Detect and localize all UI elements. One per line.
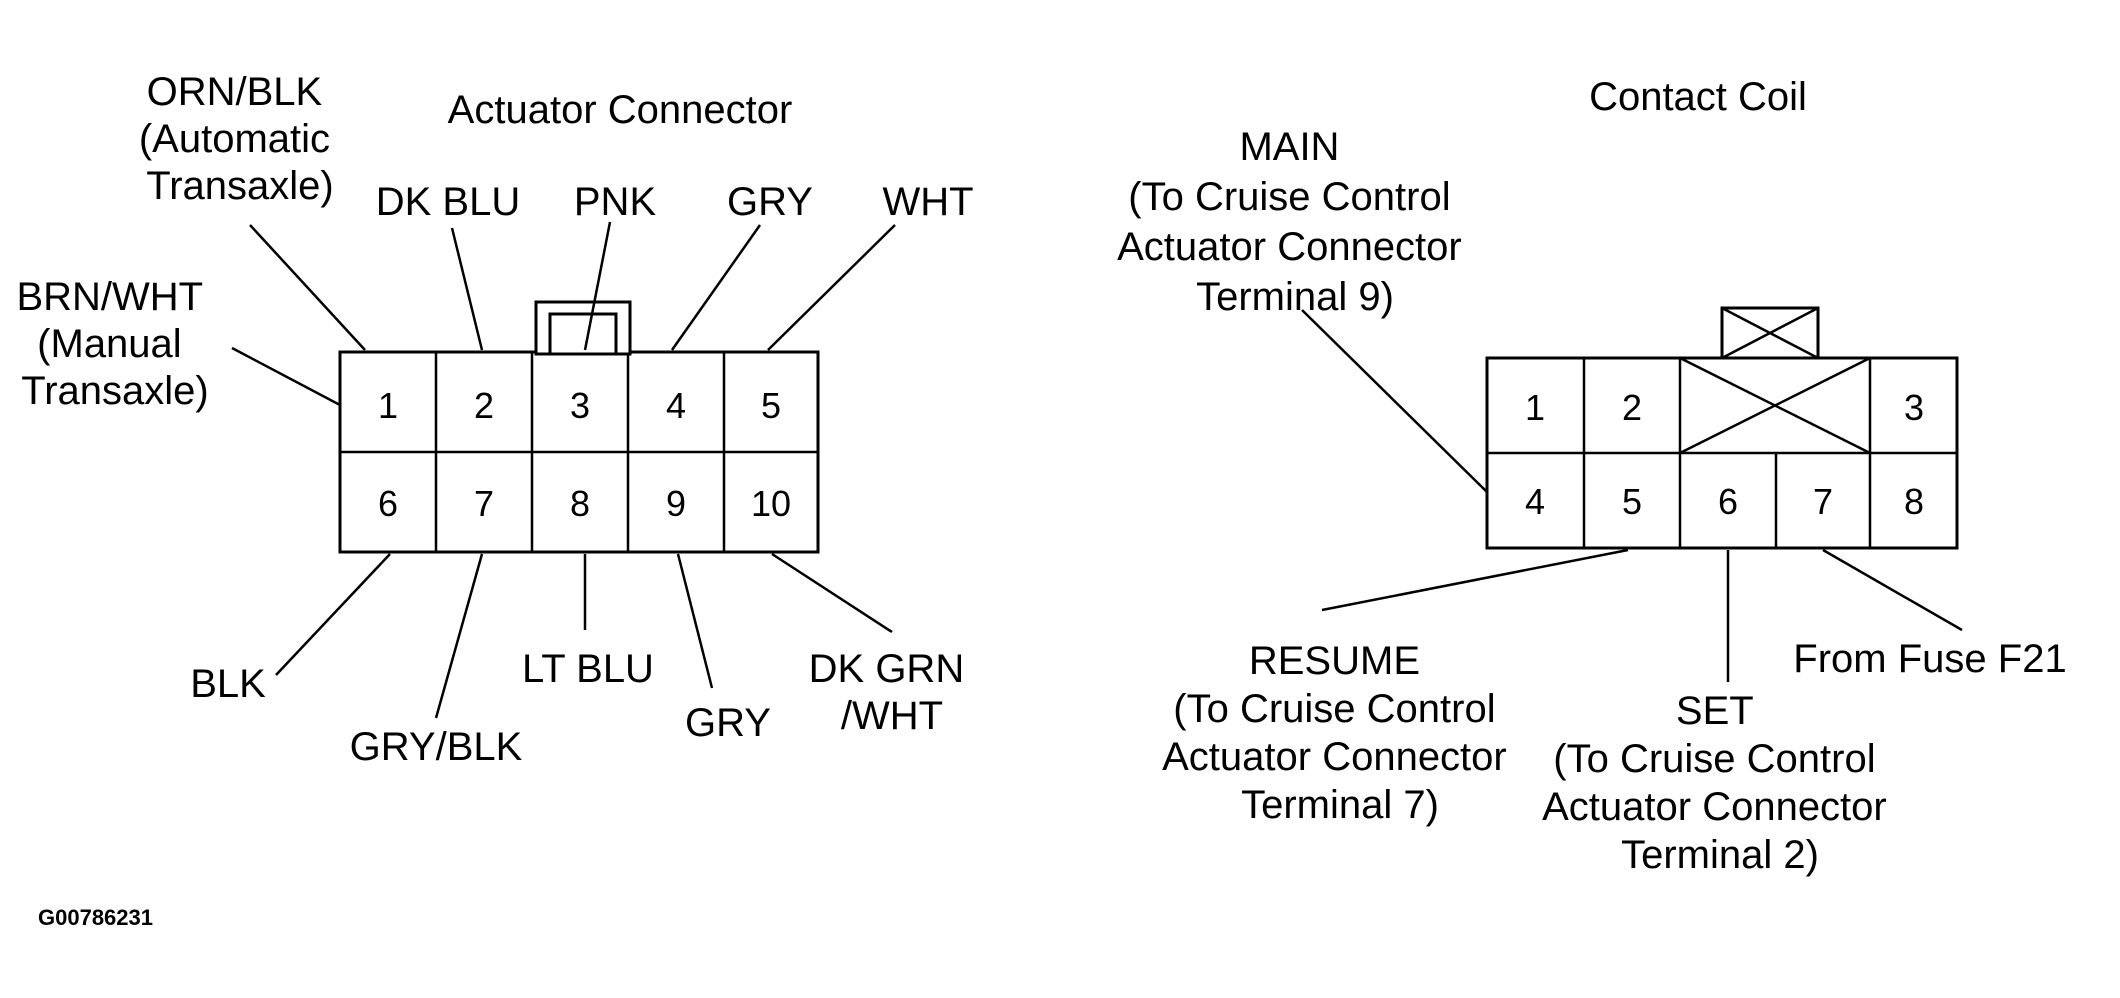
- leader-line: [450, 227, 484, 351]
- actuator-connector-title: Actuator Connector: [448, 88, 793, 132]
- coil-label-set: SET (To Cruise Control Actuator Connecto…: [1542, 689, 1898, 877]
- leader-line: [1321, 548, 1629, 612]
- actuator-pin: 8: [570, 483, 590, 524]
- wire-label-dk-blu: DK BLU: [376, 180, 521, 224]
- wire-label-pnk: PNK: [574, 180, 657, 224]
- figure-id: G00786231: [38, 905, 153, 930]
- leader-line: [249, 224, 366, 351]
- leader-line: [231, 346, 341, 407]
- leader-line: [670, 224, 762, 351]
- coil-pin: 1: [1525, 387, 1545, 428]
- coil-pin: 4: [1525, 481, 1545, 522]
- coil-label-main: MAIN (To Cruise Control Actuator Connect…: [1117, 125, 1473, 319]
- leader-line: [1301, 309, 1488, 493]
- contact-coil-title: Contact Coil: [1589, 75, 1807, 119]
- coil-label-fuse: From Fuse F21: [1793, 637, 2066, 681]
- leader-line: [583, 221, 612, 351]
- coil-pin: 7: [1813, 481, 1833, 522]
- coil-pin: 8: [1904, 481, 1924, 522]
- actuator-pin: 10: [751, 483, 791, 524]
- wire-label-orn-blk: ORN/BLK (Automatic Transaxle): [139, 70, 341, 208]
- coil-pin: 5: [1622, 481, 1642, 522]
- wire-label-blk: BLK: [190, 662, 266, 706]
- wire-label-wht: WHT: [882, 180, 973, 224]
- actuator-pin: 9: [666, 483, 686, 524]
- leader-line: [767, 224, 896, 351]
- actuator-connector: Actuator Connector 1 2 3 4 5 6 7 8 9 10: [16, 70, 976, 769]
- blank-cavity-mark: [1679, 356, 1871, 455]
- actuator-pin: 6: [378, 483, 398, 524]
- coil-label-resume: RESUME (To Cruise Control Actuator Conne…: [1162, 639, 1518, 827]
- coil-pin: 3: [1904, 387, 1924, 428]
- actuator-pin: 1: [378, 385, 398, 426]
- leader-line: [676, 553, 714, 689]
- coil-pin: 6: [1718, 481, 1738, 522]
- actuator-pin: 3: [570, 385, 590, 426]
- leader-line: [1822, 548, 1963, 632]
- actuator-pin: 5: [761, 385, 781, 426]
- actuator-pin: 7: [474, 483, 494, 524]
- wire-label-dk-grn-wht: DK GRN /WHT: [809, 647, 976, 738]
- leader-line: [275, 553, 391, 676]
- actuator-pin: 4: [666, 385, 686, 426]
- wire-label-brn-wht: BRN/WHT (Manual Transaxle): [16, 275, 213, 413]
- wire-label-lt-blu: LT BLU: [522, 647, 654, 691]
- actuator-pin: 2: [474, 385, 494, 426]
- wire-label-gry: GRY: [685, 701, 771, 745]
- contact-coil-connector: Contact Coil 1 2 3 4 5 6 7 8 MAIN (To Cr…: [1117, 75, 2067, 877]
- coil-lock-tab-mark: [1721, 306, 1819, 360]
- wire-label-gry-blk: GRY/BLK: [350, 725, 523, 769]
- coil-pin: 2: [1622, 387, 1642, 428]
- leader-line: [434, 553, 484, 719]
- leader-line: [771, 552, 893, 634]
- actuator-lock-tab-inner: [548, 312, 618, 356]
- wire-label-gry: GRY: [727, 180, 813, 224]
